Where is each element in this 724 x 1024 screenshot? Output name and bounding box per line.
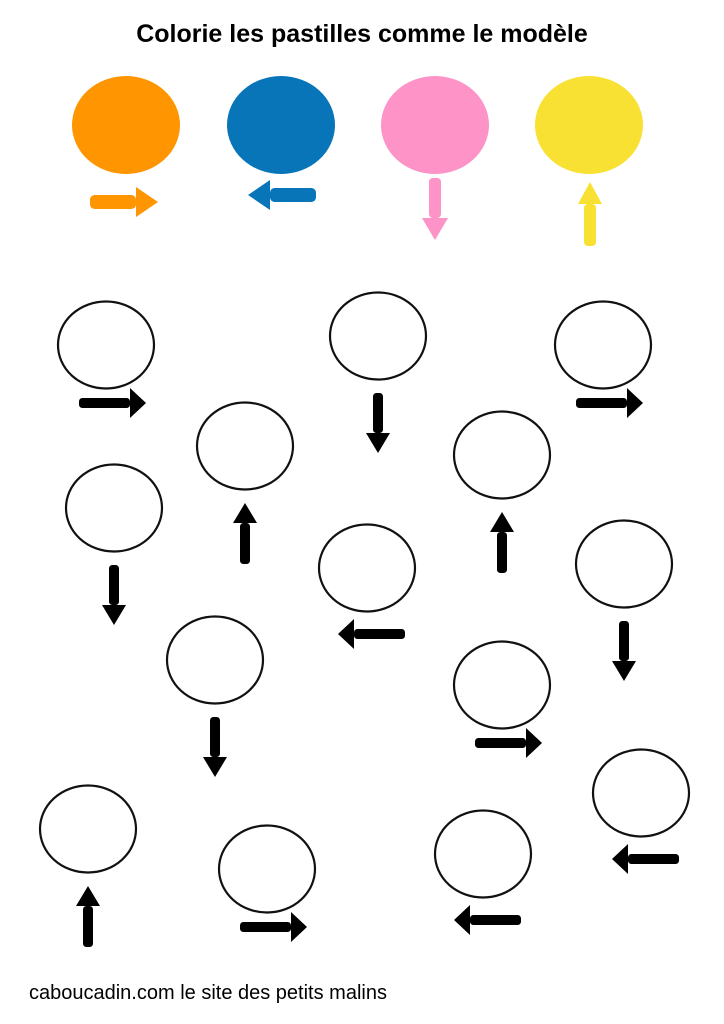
pastille-12[interactable] xyxy=(217,824,317,943)
pastille-10[interactable] xyxy=(452,640,552,759)
blank-circle[interactable] xyxy=(195,401,295,491)
blank-circle[interactable] xyxy=(433,809,533,899)
arrow-up-icon xyxy=(578,182,602,246)
model-blue xyxy=(227,76,335,210)
blank-circle[interactable] xyxy=(591,748,691,838)
arrow-up-icon xyxy=(490,512,514,573)
blank-circle[interactable] xyxy=(328,291,428,381)
model-yellow xyxy=(535,76,643,246)
blank-circle[interactable] xyxy=(553,300,653,390)
arrow-right-icon xyxy=(576,388,643,418)
pastille-13[interactable] xyxy=(433,809,533,936)
arrow-down-icon xyxy=(422,178,448,240)
pastille-5[interactable] xyxy=(452,410,552,574)
arrow-right-icon xyxy=(240,912,307,942)
arrow-right-icon xyxy=(475,728,542,758)
model-circle-orange xyxy=(72,76,180,174)
model-circle-blue xyxy=(227,76,335,174)
arrow-down-icon xyxy=(203,717,227,777)
model-circle-pink xyxy=(381,76,489,174)
blank-circle[interactable] xyxy=(165,615,265,705)
pastille-14[interactable] xyxy=(591,748,691,875)
arrow-down-icon xyxy=(366,393,390,453)
arrow-left-icon xyxy=(248,180,316,210)
blank-circle[interactable] xyxy=(317,523,417,613)
blank-circle[interactable] xyxy=(574,519,674,609)
arrow-up-icon xyxy=(233,503,257,564)
arrow-up-icon xyxy=(76,886,100,947)
blank-circle[interactable] xyxy=(56,300,156,390)
blank-circle[interactable] xyxy=(64,463,164,553)
arrow-right-icon xyxy=(79,388,146,418)
blank-circle[interactable] xyxy=(38,784,138,874)
pastille-8[interactable] xyxy=(574,519,674,682)
arrow-down-icon xyxy=(102,565,126,625)
blank-circle[interactable] xyxy=(452,410,552,500)
pastille-6[interactable] xyxy=(64,463,164,626)
pastille-3[interactable] xyxy=(553,300,653,419)
footer-credit: caboucadin.com le site des petits malins xyxy=(29,982,387,1004)
model-circle-yellow xyxy=(535,76,643,174)
pastille-9[interactable] xyxy=(165,615,265,778)
pastille-2[interactable] xyxy=(328,291,428,454)
model-orange xyxy=(72,76,180,217)
model-pink xyxy=(381,76,489,240)
page-title: Colorie les pastilles comme le modèle xyxy=(136,20,588,48)
blank-circle[interactable] xyxy=(217,824,317,914)
pastille-1[interactable] xyxy=(56,300,156,419)
pastille-7[interactable] xyxy=(317,523,417,650)
arrow-left-icon xyxy=(338,619,405,649)
arrow-left-icon xyxy=(612,844,679,874)
arrow-left-icon xyxy=(454,905,521,935)
blank-circle[interactable] xyxy=(452,640,552,730)
arrow-right-icon xyxy=(90,187,158,217)
pastille-4[interactable] xyxy=(195,401,295,565)
pastille-11[interactable] xyxy=(38,784,138,948)
arrow-down-icon xyxy=(612,621,636,681)
